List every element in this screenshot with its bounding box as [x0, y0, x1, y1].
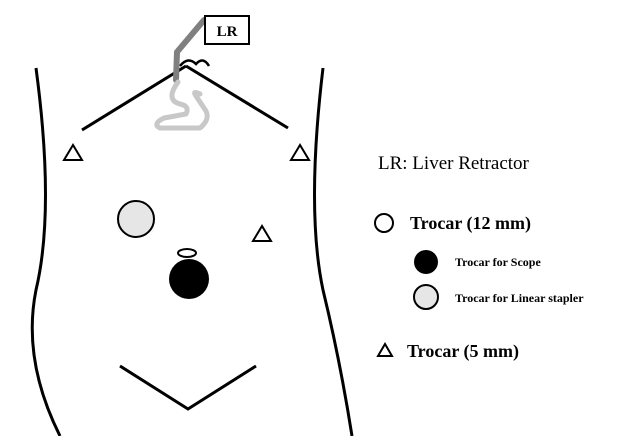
- legend-trocar-5mm: Trocar (5 mm): [407, 341, 519, 362]
- umbilicus-marker: [178, 249, 196, 257]
- costal-margin-right: [186, 66, 288, 128]
- gray-circle-icon: [414, 285, 438, 309]
- trocar-linear-stapler-marker: [118, 201, 154, 237]
- triangle-marker-icon: [378, 344, 392, 356]
- circle-marker-icon: [375, 214, 393, 232]
- legend-trocar-scope: Trocar for Scope: [455, 255, 541, 269]
- body-left-outline: [32, 68, 60, 436]
- body-right-outline: [315, 68, 353, 436]
- trocar-5mm-mid-marker: [253, 226, 271, 241]
- trocar-5mm-left-marker: [64, 145, 82, 160]
- legend-title: LR: Liver Retractor: [378, 153, 530, 174]
- legend-trocar-linear-stapler: Trocar for Linear stapler: [455, 291, 584, 305]
- filled-circle-icon: [414, 250, 438, 274]
- lr-label-text: LR: [217, 24, 238, 40]
- legend-trocar-12mm: Trocar (12 mm): [410, 213, 531, 234]
- trocar-5mm-right-marker: [291, 145, 309, 160]
- liver-retractor-hook: [157, 82, 207, 128]
- pelvic-line: [120, 366, 256, 409]
- xiphoid-notch: [180, 60, 209, 66]
- trocar-scope-marker: [169, 259, 209, 299]
